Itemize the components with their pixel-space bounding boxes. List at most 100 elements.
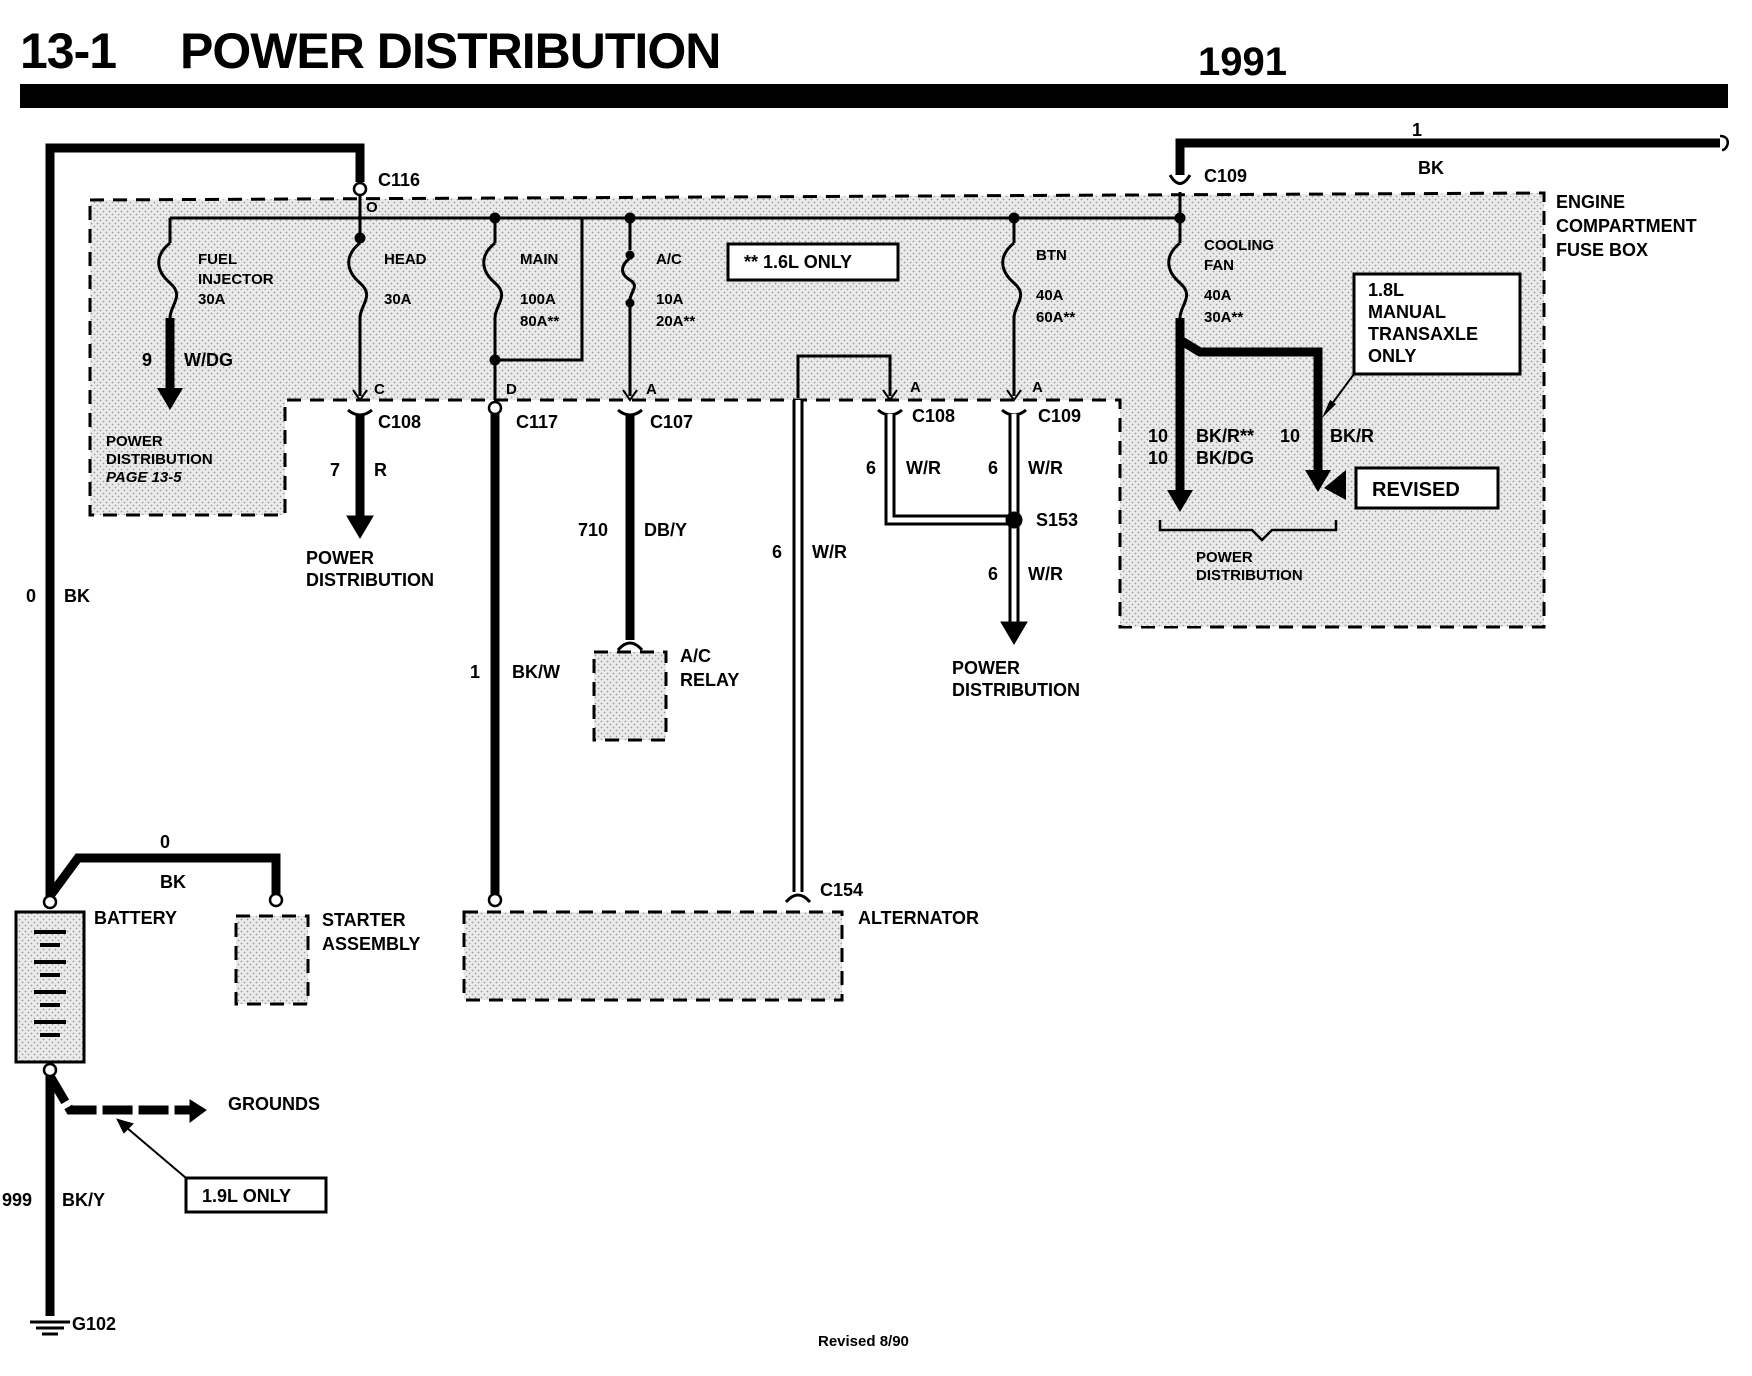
fuse-btn-label-2: 40A (1036, 287, 1064, 304)
connector-c154: C154 (820, 880, 863, 900)
fuse-fan-label-2: FAN (1204, 257, 1234, 274)
wire-alt-wr (784, 400, 812, 904)
pd-head-1: POWER (306, 548, 374, 568)
c108-jumper (796, 354, 898, 402)
wire-c109-num: 6 (988, 458, 998, 478)
fuse-main-label-2: 100A (520, 291, 556, 308)
wire-fan1-num: 10 (1148, 426, 1168, 446)
connector-c108-a: C108 (378, 412, 421, 432)
connector-c109-b: C109 (1038, 406, 1081, 426)
fusebox-label-2: COMPARTMENT (1556, 216, 1697, 236)
note-19l-text: 1.9L ONLY (202, 1186, 291, 1206)
revised-badge (1324, 466, 1500, 510)
fuse-fuel-label-3: 30A (198, 291, 226, 308)
fuse-main (482, 212, 584, 400)
starter-label-2: ASSEMBLY (322, 934, 420, 954)
starter-label-1: STARTER (322, 910, 406, 930)
note-18l-4: ONLY (1368, 346, 1416, 366)
wire-s153-color: W/R (1028, 564, 1063, 584)
fuse-head-label-2: 30A (384, 291, 412, 308)
fusebox-label-1: ENGINE (1556, 192, 1625, 212)
fuse-btn-label-3: 60A** (1036, 309, 1075, 326)
battery-label: BATTERY (94, 908, 177, 928)
wire-c108-wr (877, 408, 1014, 526)
fuse-cooling-fan (1167, 212, 1331, 512)
wire-c108-color: W/R (906, 458, 941, 478)
wire-bkw-num: 1 (470, 662, 480, 682)
pin-o: O (366, 199, 378, 216)
fusebox-label-3: FUSE BOX (1556, 240, 1648, 260)
wire-1-num: 1 (1412, 120, 1422, 140)
wire-dby (616, 408, 644, 652)
connector-c107: C107 (650, 412, 693, 432)
fuse-btn (1001, 212, 1023, 402)
fuse-fuel-label-1: FUEL (198, 251, 237, 268)
splice-s153: S153 (1036, 510, 1078, 530)
note-18l-2: MANUAL (1368, 302, 1446, 322)
fuse-fan-label-3: 40A (1204, 287, 1232, 304)
connector-c109-top: C109 (1204, 166, 1247, 186)
wire-9-color: W/DG (184, 350, 233, 370)
ac-relay-label-2: RELAY (680, 670, 739, 690)
fuse-fuel-label-2: INJECTOR (198, 271, 274, 288)
wire-bkw (487, 400, 503, 908)
alternator-label: ALTERNATOR (858, 908, 979, 928)
wire-7-num: 7 (330, 460, 340, 480)
note-18l-3: TRANSAXLE (1368, 324, 1478, 344)
pin-a3: A (1032, 379, 1043, 396)
fuse-fuel-injector (157, 218, 183, 410)
wire-fan3-color: BK/R (1330, 426, 1374, 446)
c109-feed-wire (1168, 134, 1729, 185)
connector-c117: C117 (516, 412, 558, 432)
revision-date: Revised 8/90 (818, 1333, 909, 1350)
fuse-ac-label-1: A/C (656, 251, 682, 268)
fuse-fan-label-4: 30A** (1204, 309, 1243, 326)
wire-alt-color: W/R (812, 542, 847, 562)
wire-fan1-color: BK/R** (1196, 426, 1254, 446)
wire-7-color: R (374, 460, 387, 480)
pd-s153-2: DISTRIBUTION (952, 680, 1080, 700)
pin-c: C (374, 381, 385, 398)
fuse-head (347, 218, 369, 402)
ground-g102: G102 (72, 1314, 116, 1334)
ac-relay (592, 650, 668, 742)
wire-head-out (346, 408, 374, 539)
grounds-label: GROUNDS (228, 1094, 320, 1114)
fuse-ac-label-2: 10A (656, 291, 684, 308)
wire-0-num: 0 (26, 586, 36, 606)
wire-bkw-color: BK/W (512, 662, 560, 682)
pin-d: D (506, 381, 517, 398)
fuse-btn-label-1: BTN (1036, 247, 1067, 264)
fuse-head-label-1: HEAD (384, 251, 427, 268)
ground-wire (30, 1062, 207, 1336)
pin-a2: A (910, 379, 921, 396)
wire-999-color: BK/Y (62, 1190, 105, 1210)
wire-bat-color: BK (160, 872, 186, 892)
wire-c108-num: 6 (866, 458, 876, 478)
fan-bracket (1158, 520, 1338, 542)
fuse-ac-label-3: 20A** (656, 313, 695, 330)
wire-fan2-num: 10 (1148, 448, 1168, 468)
connector-c116: C116 (378, 170, 420, 190)
wire-bat-num: 0 (160, 832, 170, 852)
wire-c109-wr (1000, 408, 1028, 645)
revised-text: REVISED (1372, 479, 1460, 501)
wire-1-color: BK (1418, 158, 1444, 178)
wire-fan2-color: BK/DG (1196, 448, 1254, 468)
fuse-main-label-3: 80A** (520, 313, 559, 330)
pd-head-2: DISTRIBUTION (306, 570, 434, 590)
pd-fan-1: POWER (1196, 549, 1253, 566)
note-16l-box (726, 242, 900, 282)
note-19l-box (184, 1176, 328, 1214)
pin-a1: A (646, 381, 657, 398)
battery (14, 910, 86, 1064)
page-title: POWER DISTRIBUTION (180, 23, 721, 79)
note-19l-pointer (116, 1118, 187, 1179)
header-rule (20, 84, 1728, 108)
fuse-main-label-1: MAIN (520, 251, 558, 268)
alternator (462, 910, 844, 1002)
wire-710-color: DB/Y (644, 520, 687, 540)
wire-fan3-num: 10 (1280, 426, 1300, 446)
wire-710-num: 710 (578, 520, 608, 540)
pd-inset-2: DISTRIBUTION (106, 451, 213, 468)
